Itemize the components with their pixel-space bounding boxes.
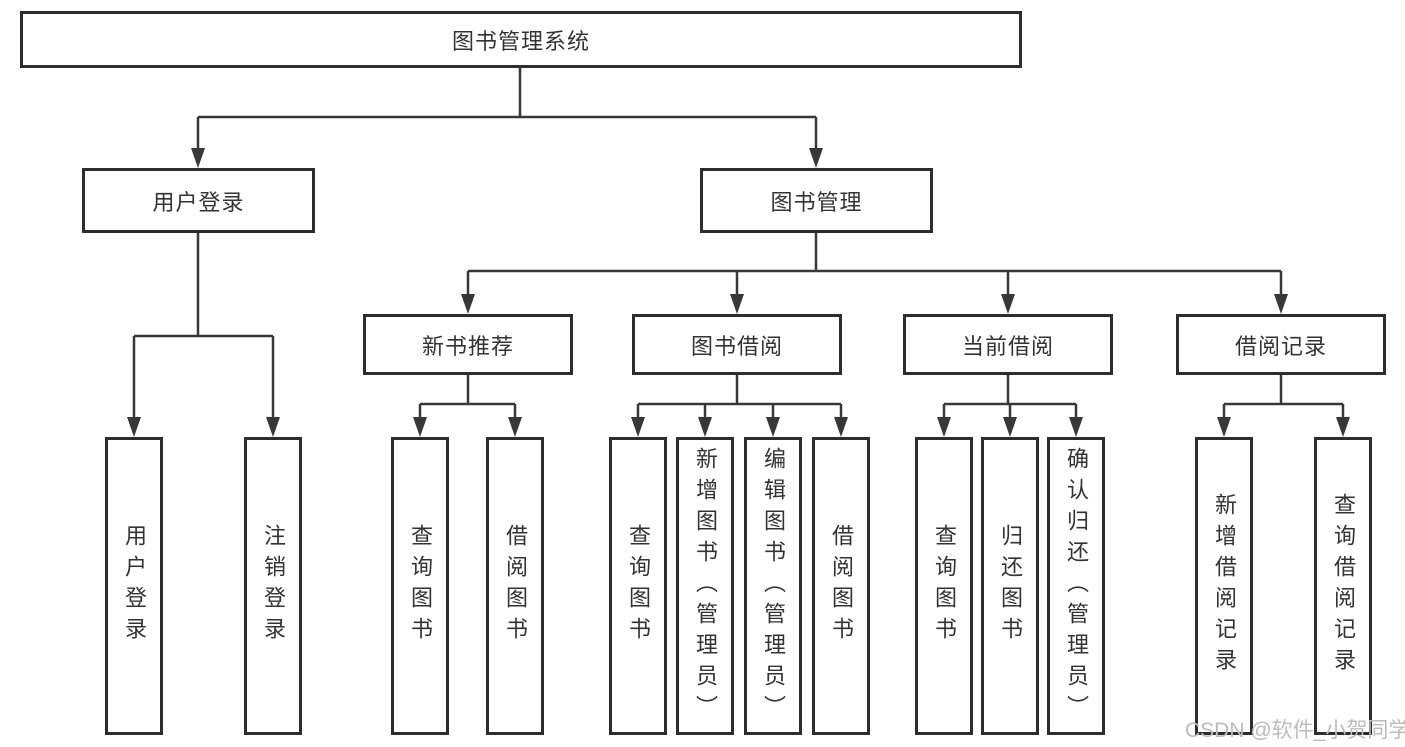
leaf-edit-books-admin: 编辑图书（管理员） xyxy=(744,437,802,735)
leaf-user-login: 用户登录 xyxy=(105,437,163,735)
leaf-label: 确认归还（管理员） xyxy=(1064,446,1089,726)
node-label: 用户登录 xyxy=(152,189,245,215)
node-borrowing-records: 借阅记录 xyxy=(1176,314,1386,375)
leaf-newbook-borrow-books: 借阅图书 xyxy=(486,437,544,735)
leaf-label: 查询图书 xyxy=(408,524,433,648)
csdn-watermark: CSDN @软件_小贺同学 xyxy=(1185,719,1405,742)
leaf-confirm-return-admin: 确认归还（管理员） xyxy=(1047,437,1105,735)
leaf-borrow-query-books: 查询图书 xyxy=(609,437,667,735)
leaf-query-borrow-record: 查询借阅记录 xyxy=(1314,437,1372,735)
node-label: 图书管理系统 xyxy=(451,28,590,54)
node-book-management-system: 图书管理系统 xyxy=(20,11,1022,68)
leaf-label: 借阅图书 xyxy=(503,524,528,648)
leaf-newbook-query-books: 查询图书 xyxy=(391,437,449,735)
node-book-management: 图书管理 xyxy=(700,168,933,233)
leaf-current-query-books: 查询图书 xyxy=(915,437,973,735)
leaf-label: 用户登录 xyxy=(122,524,147,648)
node-label: 新书推荐 xyxy=(421,333,514,359)
node-user-login: 用户登录 xyxy=(82,168,315,233)
leaf-label: 查询图书 xyxy=(932,524,957,648)
node-new-book-recommend: 新书推荐 xyxy=(363,314,573,375)
leaf-add-borrow-record: 新增借阅记录 xyxy=(1195,437,1253,735)
leaf-label: 新增借阅记录 xyxy=(1212,493,1237,679)
node-label: 图书借阅 xyxy=(690,333,783,359)
node-label: 图书管理 xyxy=(770,189,863,215)
connector-strokes xyxy=(132,68,1345,420)
node-current-borrowing: 当前借阅 xyxy=(903,314,1113,375)
leaf-borrow-borrow-books: 借阅图书 xyxy=(812,437,870,735)
node-label: 借阅记录 xyxy=(1234,333,1327,359)
leaf-label: 注销登录 xyxy=(261,524,286,648)
leaf-label: 借阅图书 xyxy=(829,524,854,648)
leaf-label: 编辑图书（管理员） xyxy=(761,446,786,726)
leaf-label: 查询借阅记录 xyxy=(1331,493,1356,679)
arrowheads xyxy=(127,148,1350,437)
leaf-add-books-admin: 新增图书（管理员） xyxy=(676,437,734,735)
leaf-return-books: 归还图书 xyxy=(981,437,1039,735)
node-book-borrowing: 图书借阅 xyxy=(632,314,842,375)
node-label: 当前借阅 xyxy=(961,333,1054,359)
leaf-logout: 注销登录 xyxy=(244,437,302,735)
leaf-label: 查询图书 xyxy=(626,524,651,648)
leaf-label: 归还图书 xyxy=(998,524,1023,648)
leaf-label: 新增图书（管理员） xyxy=(693,446,718,726)
